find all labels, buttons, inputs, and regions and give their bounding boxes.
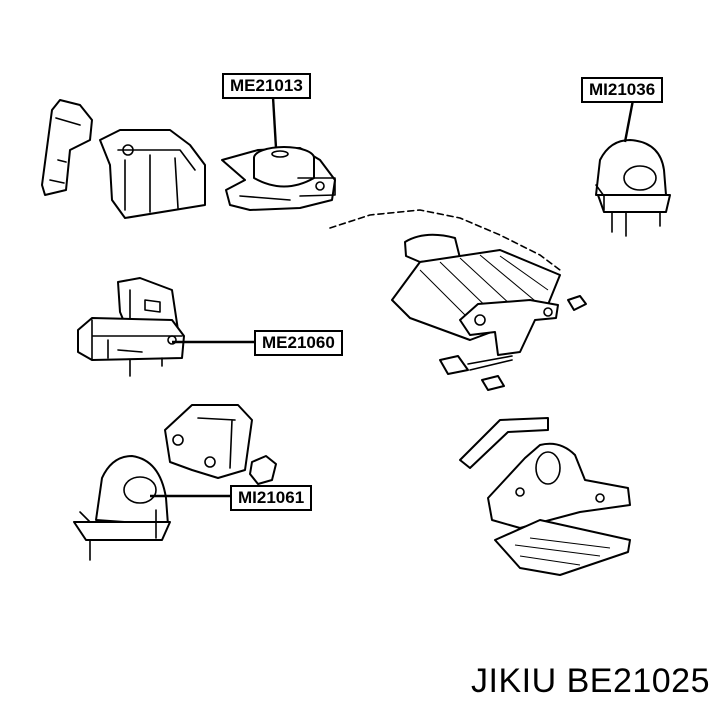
brand-name: JIKIU	[471, 662, 557, 700]
center-bracket	[439, 295, 587, 391]
callout-me21013: ME21013	[222, 73, 311, 99]
callout-mi21036: MI21036	[581, 77, 664, 103]
brand-part-number: JIKIU BE21025	[471, 662, 710, 701]
mount-me21060	[77, 277, 185, 377]
callout-mi21061: MI21061	[230, 485, 313, 511]
mount-mi21061	[73, 455, 171, 561]
part-number: BE21025	[566, 662, 710, 700]
leader-me21013	[271, 96, 278, 149]
mount-me21013	[221, 146, 336, 211]
lower-right-assembly	[459, 417, 631, 576]
callout-me21060: ME21060	[254, 330, 343, 356]
lower-left-bracket	[164, 404, 277, 485]
leader-mi21036	[623, 99, 635, 143]
mount-mi21036	[595, 139, 671, 237]
upper-left-bracket-assembly	[41, 99, 206, 219]
